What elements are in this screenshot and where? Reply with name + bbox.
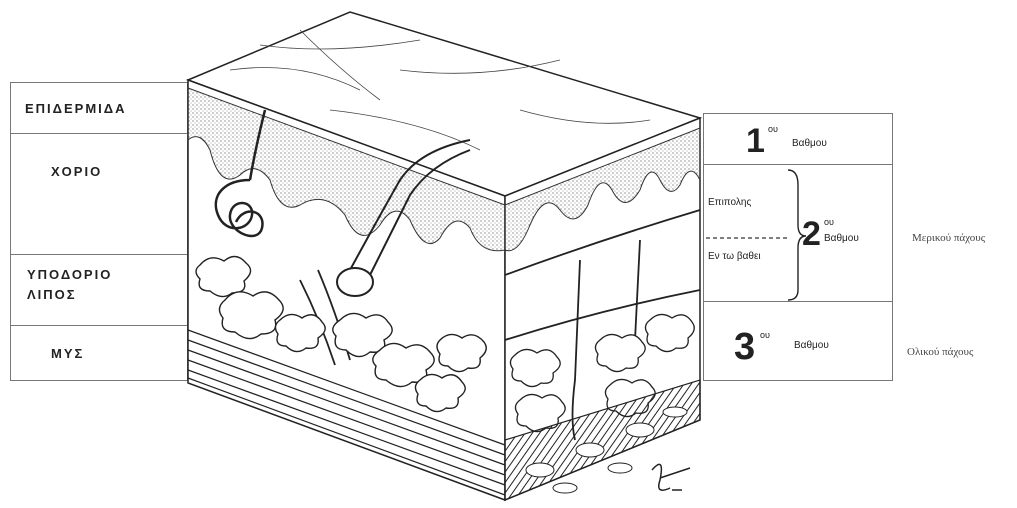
second-degree-brace	[788, 170, 806, 300]
artist-signature	[652, 464, 690, 490]
